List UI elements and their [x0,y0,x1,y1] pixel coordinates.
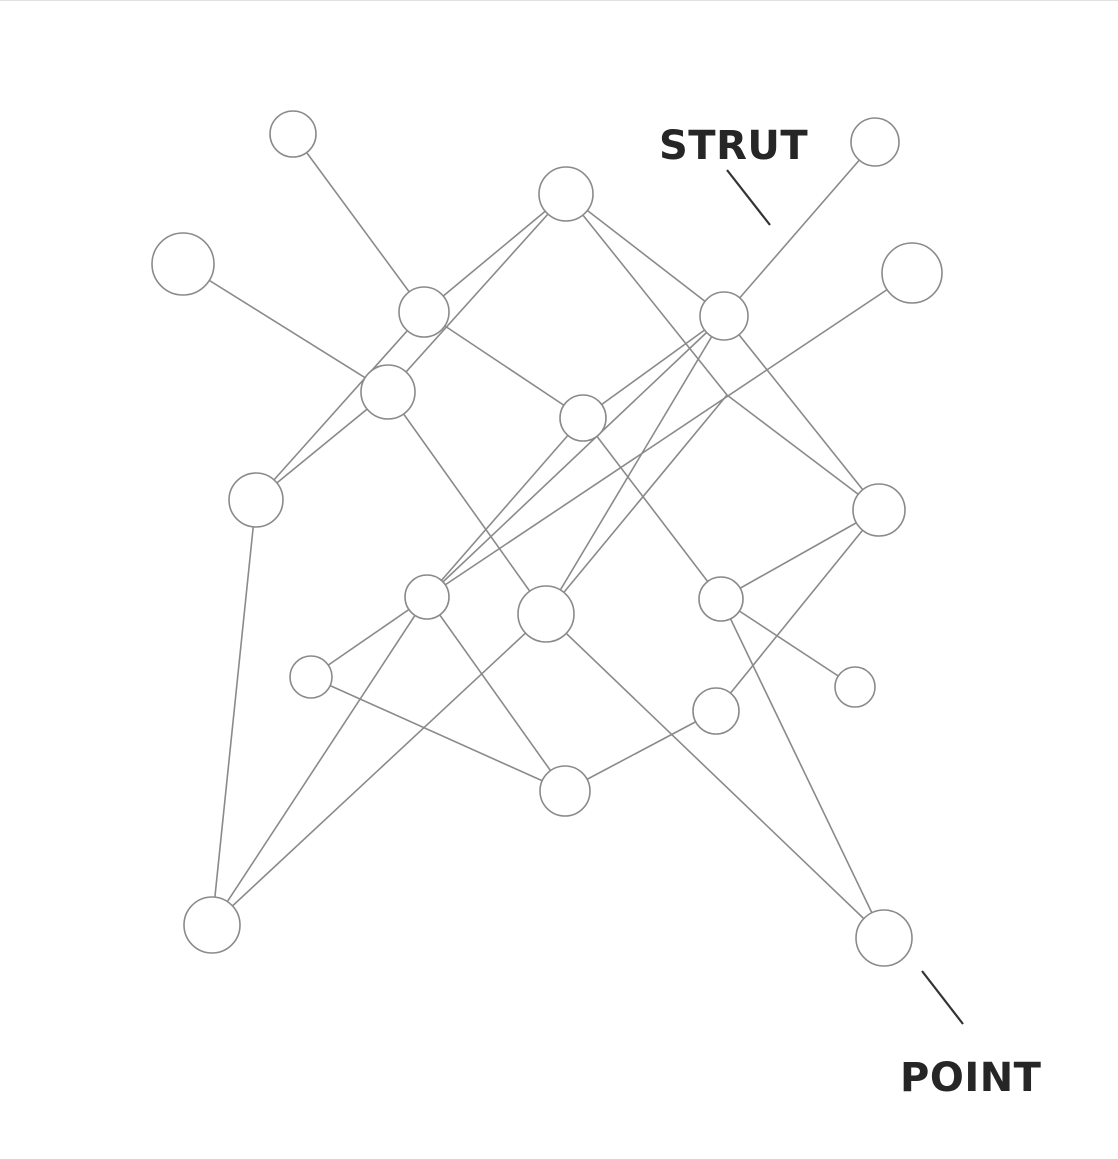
point-circle-G [699,291,749,341]
strut-line-EL [426,272,913,598]
strut-line-KN [720,509,880,600]
strut-line-GL [426,315,725,598]
strut-line-CF [423,193,567,313]
strut-line-HM [387,391,547,615]
point-circle-A [269,110,317,158]
point-circle-Q [692,687,740,735]
point-circle-L [404,574,450,620]
point-circle-F [398,286,450,338]
point-circle-T [855,909,913,967]
point-circle-E [881,242,943,304]
strut-line-QR [564,710,717,792]
strut-line-GK [723,315,880,511]
point-circle-P [834,666,876,708]
point-circle-D [850,117,900,167]
point-circle-H [360,364,416,420]
strut-line-IN [582,417,722,600]
strut-line-LO [310,596,428,678]
strut-line-IL [426,417,584,598]
point-circle-M [517,585,575,643]
point-circle-B [151,232,215,296]
point-circle-O [289,655,333,699]
strut-line-CG [565,193,725,317]
points-layer [151,110,943,967]
strut-line-GI [582,315,725,419]
strut-line-DG [723,141,876,317]
strut-line-HJ [255,391,389,501]
strut-line-MT [545,613,885,939]
annotation-layer: STRUT POINT [659,123,1042,1101]
strut-line-FJ [255,311,425,501]
strut-leader [726,169,771,226]
strut-line-CH [387,193,567,393]
strut-line-MS [211,613,547,926]
strut-line-OR [310,676,566,792]
point-circle-K [852,483,906,537]
strut-line-MX [545,394,728,615]
strut-line-LR [426,596,566,792]
point-circle-C [538,166,594,222]
strut-line-JS [211,499,257,926]
point-circle-N [698,576,744,622]
strut-line-BH [182,263,389,393]
strut-line-KQ [715,509,880,712]
strut-line-GM [545,315,725,615]
strut-line-KX [726,394,880,511]
point-label: POINT [900,1055,1042,1101]
strut-line-LS [211,596,428,926]
strut-line-AF [292,133,425,313]
point-circle-R [539,765,591,817]
strut-line-NP [720,598,856,688]
point-circle-I [559,394,607,442]
strut-label: STRUT [659,123,808,169]
point-leader [921,970,964,1025]
strut-line-FI [423,311,584,419]
struts-layer [182,133,913,939]
strut-line-CX [565,193,728,396]
point-circle-J [228,472,284,528]
point-circle-S [183,896,241,954]
strut-line-NT [720,598,885,939]
